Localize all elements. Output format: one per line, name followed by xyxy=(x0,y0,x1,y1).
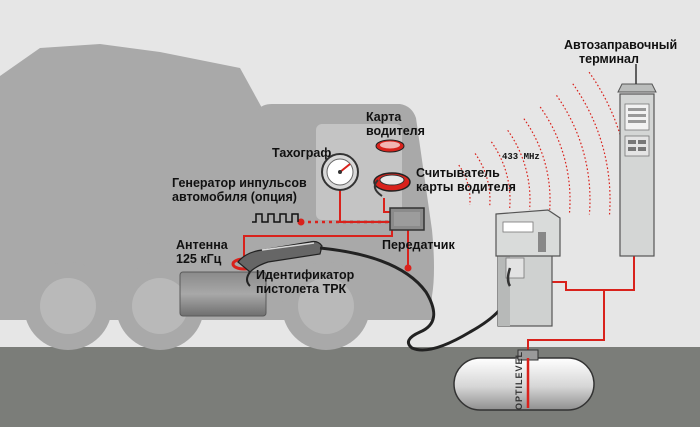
pulse-generator-label: Генератор инпульсов автомобиля (опция) xyxy=(172,176,307,204)
nozzle-id-label: Идентификатор пистолета ТРК xyxy=(256,268,355,296)
gauge-icon xyxy=(321,153,359,191)
transmitter-label: Передатчик xyxy=(382,238,455,252)
wire-end-dot xyxy=(404,264,412,272)
radio-wave-arc xyxy=(523,118,551,212)
antenna-label: Антенна 125 кГц xyxy=(176,238,228,266)
radio-wave-arc xyxy=(474,153,491,207)
radio-wave-arc xyxy=(556,95,591,215)
card-reader-label: Считыватель карты водителя xyxy=(416,166,516,194)
fuel-hose xyxy=(319,246,512,352)
frequency-label: 433 MHz xyxy=(502,152,540,162)
pulse-dot xyxy=(297,218,305,226)
radio-wave-arc xyxy=(490,141,511,209)
underground-tank-icon xyxy=(453,349,595,411)
fuel-terminal-icon xyxy=(617,64,657,257)
radio-wave-arc xyxy=(539,106,571,213)
driver-card-label: Карта водителя xyxy=(366,110,425,138)
pulse-waveform xyxy=(252,213,299,223)
truck-fuel-tank xyxy=(179,271,267,317)
radio-waves xyxy=(458,71,631,218)
optilevel-label: OPTILEVEL xyxy=(514,351,524,410)
fuel-dispenser-icon xyxy=(495,209,561,327)
ground xyxy=(0,347,700,427)
radio-wave-arc xyxy=(572,83,611,217)
terminal-label: Автозаправочный терминал xyxy=(564,38,678,66)
card-reader-icon xyxy=(373,172,411,197)
fuel-nozzle-icon xyxy=(237,240,323,287)
radio-wave-arc xyxy=(458,164,471,205)
tachograph-label: Тахограф xyxy=(272,146,332,160)
radio-wave-arc xyxy=(507,129,531,210)
driver-card-icon xyxy=(375,139,405,153)
transmitter-box-icon xyxy=(389,207,425,231)
